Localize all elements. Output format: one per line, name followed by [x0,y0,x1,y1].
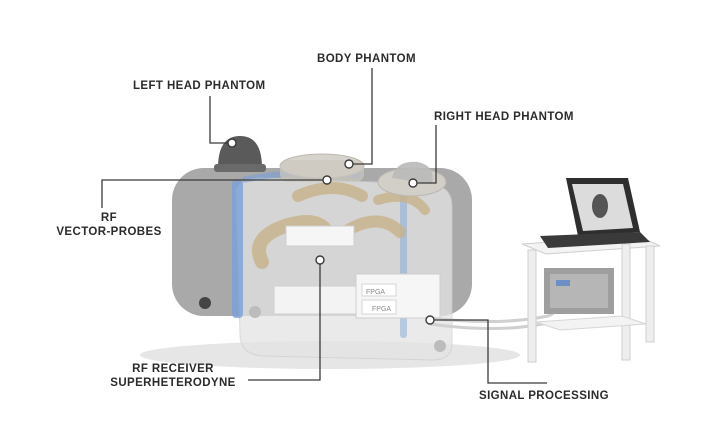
vector-probes-dot [322,175,332,185]
callout-lines [101,68,547,384]
right-head-dot [408,178,418,188]
callout-dots [227,138,435,325]
rf-receiver-line1: RF RECEIVER [132,363,214,375]
signal-processing-unit [544,268,614,314]
left-head-phantom-label: LEFT HEAD PHANTOM [133,80,266,92]
body-phantom-shape [279,153,365,182]
rf-vector-probes-label: RF VECTOR-PROBES [44,211,174,239]
body-phantom-dot [344,159,354,169]
rf-receiver-line2: SUPERHETERODYNE [110,377,236,389]
signal-processing-label: SIGNAL PROCESSING [479,390,609,402]
rf-receiver-dot [315,255,325,265]
left-head-phantom-shape [214,136,266,172]
fpga-label-2: FPGA [372,306,391,313]
signal-processing-dot [425,315,435,325]
rf-receiver-label: RF RECEIVER SUPERHETERODYNE [108,362,238,390]
internal-modules [273,225,441,319]
body-phantom-label: BODY PHANTOM [317,53,416,65]
rf-vector-probes-line2: VECTOR-PROBES [56,226,162,238]
right-head-phantom-label: RIGHT HEAD PHANTOM [434,111,574,123]
fpga-label-1: FPGA [366,289,385,296]
rf-vector-probes-line1: RF [100,212,118,224]
laptop [540,178,650,248]
left-head-dot [227,138,237,148]
